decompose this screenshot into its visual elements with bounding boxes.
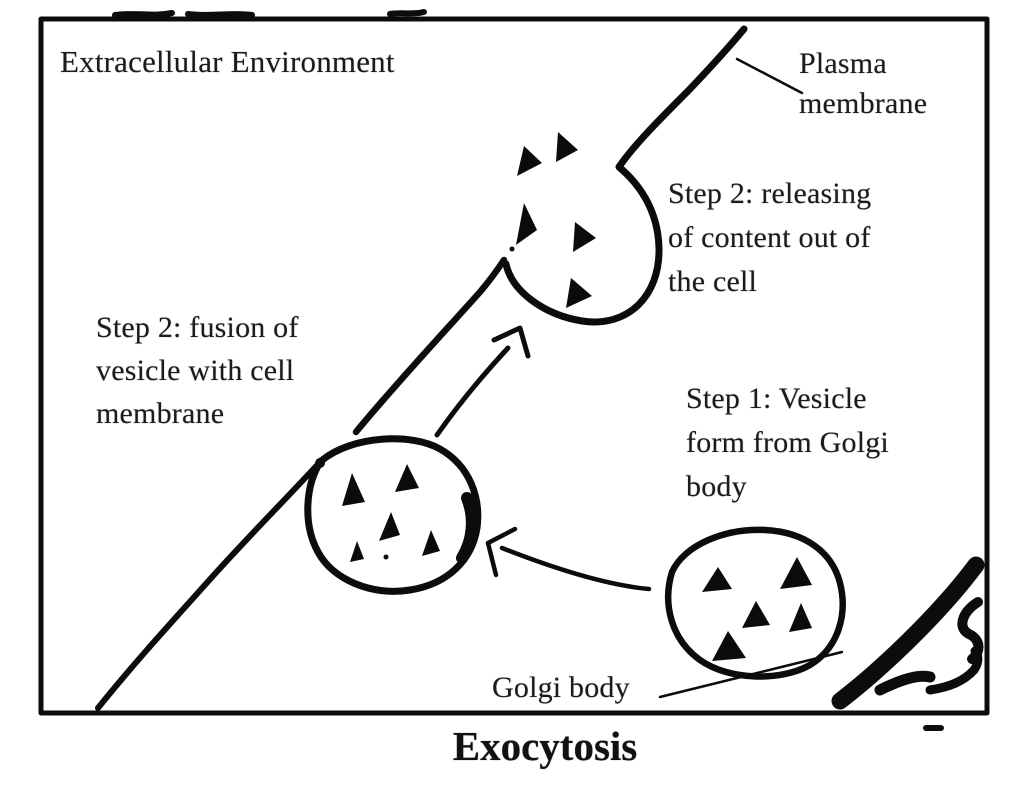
label-step1-vesicle: Step 1: Vesicle form from Golgi body [686, 382, 889, 503]
fused-vesicle-content-triangles [516, 203, 596, 308]
cell-boundary-box [38, 16, 990, 716]
transport-vesicle [304, 435, 482, 595]
golgi-vesicle-content-triangles [702, 557, 812, 661]
plasma-membrane-line-lower [95, 459, 323, 711]
arrow-vesicle-to-membrane [434, 325, 531, 438]
golgi-body-stack [831, 556, 985, 710]
label-step2-releasing: Step 2: releasing of content out of the … [668, 177, 872, 298]
diagram-title: Exocytosis [452, 723, 638, 769]
fused-vesicle-pocket [502, 25, 748, 326]
golgi-vesicle [664, 526, 846, 680]
arrow-golgi-to-vesicle [485, 526, 652, 592]
region-label: Extracellular Environment [60, 44, 395, 79]
transport-vesicle-content-triangles [342, 464, 440, 562]
stray-ink-marks [112, 9, 427, 18]
label-step2-fusion: Step 2: fusion of vesicle with cell memb… [96, 311, 299, 430]
released-content-triangles [517, 132, 578, 176]
ink-speck [509, 246, 515, 252]
leader-line-plasma-membrane [735, 57, 804, 95]
label-plasma-membrane: Plasma membrane [799, 47, 928, 120]
label-golgi-body: Golgi body [492, 671, 630, 704]
plasma-membrane-line-middle [352, 256, 508, 436]
leader-line-golgi-body [658, 650, 844, 699]
